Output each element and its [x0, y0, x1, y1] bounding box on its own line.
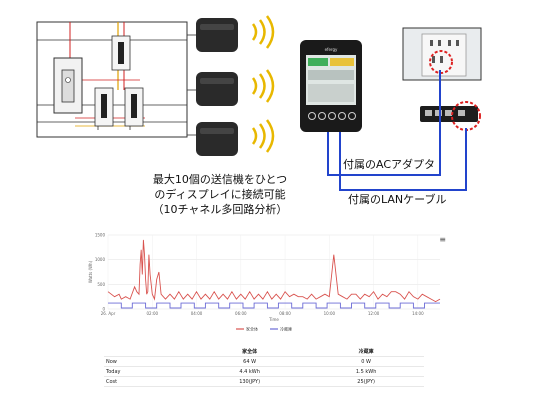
- chart-menu-icon[interactable]: ≡: [439, 235, 446, 244]
- table-cell: 1.5 kWh: [308, 366, 424, 377]
- y-tick-label: 0: [102, 307, 105, 312]
- table-cell: Today: [104, 366, 191, 377]
- caption-line-1: 最大10個の送信機をひとつ: [152, 173, 288, 186]
- caption-line-2: のディスプレイに接続可能: [154, 188, 286, 201]
- table-cell: 25(JPY): [308, 376, 424, 387]
- x-tick-label: 06:00: [235, 311, 247, 316]
- x-tick-label: 10:00: [324, 311, 336, 316]
- transmitter-caption: 最大10個の送信機をひとつ のディスプレイに接続可能 （10チャネル多回路分析）: [150, 172, 290, 217]
- transmitter-3: [196, 122, 238, 156]
- cable-lines: [327, 70, 467, 191]
- x-axis-label: Time: [268, 317, 279, 322]
- x-tick-label: 26. Apr: [101, 311, 116, 316]
- ac-adapter-label: 付属のACアダプタ: [343, 158, 436, 171]
- x-tick-label: 04:00: [191, 311, 203, 316]
- y-tick-label: 1000: [95, 257, 106, 262]
- transmitter-1: [196, 18, 238, 52]
- wall-outlet: [402, 27, 482, 81]
- wireless-signal-icon: [251, 15, 275, 153]
- table-cell: 4.4 kWh: [191, 366, 309, 377]
- table-cell: 64 W: [191, 356, 309, 367]
- series-line-2: [108, 302, 440, 309]
- network-router: [420, 101, 481, 131]
- table-header-cell: 冷蔵庫: [308, 347, 424, 357]
- table-cell: 0 W: [308, 356, 424, 367]
- power-chart: 0 500 1000 1500 26. Apr 02:00 04:00 06:00 08:00 1…: [86, 229, 450, 335]
- y-axis-label: Watts (Wh): [88, 260, 93, 283]
- system-diagram: efergy: [36, 15, 482, 191]
- table-header-row: 家全体冷蔵庫: [104, 347, 424, 357]
- table-cell: Now: [104, 356, 191, 367]
- device-brand: efergy: [325, 47, 338, 52]
- x-tick-label: 12:00: [368, 311, 380, 316]
- lan-cable-label: 付属のLANケーブル: [348, 193, 447, 206]
- x-tick-label: 14:00: [412, 311, 424, 316]
- x-tick-label: 08:00: [279, 311, 291, 316]
- caption-line-3: （10チャネル多回路分析）: [152, 203, 288, 216]
- y-tick-label: 1500: [95, 233, 106, 238]
- power-chart-svg: 0 500 1000 1500 26. Apr 02:00 04:00 06:00 08:00 1…: [88, 233, 441, 332]
- series-line-1: [107, 239, 441, 303]
- table-header-cell: [104, 347, 191, 357]
- table-header-cell: 家全体: [191, 347, 309, 357]
- table-cell: 130(JPY): [191, 376, 309, 387]
- display-device: [300, 40, 362, 132]
- y-tick-label: 500: [97, 282, 105, 287]
- table-cell: Cost: [104, 376, 191, 387]
- x-tick-label: 02:00: [147, 311, 159, 316]
- legend-label: 冷蔵庫: [280, 326, 292, 332]
- legend-label: 家全体: [246, 326, 258, 332]
- transmitter-2: [196, 72, 238, 106]
